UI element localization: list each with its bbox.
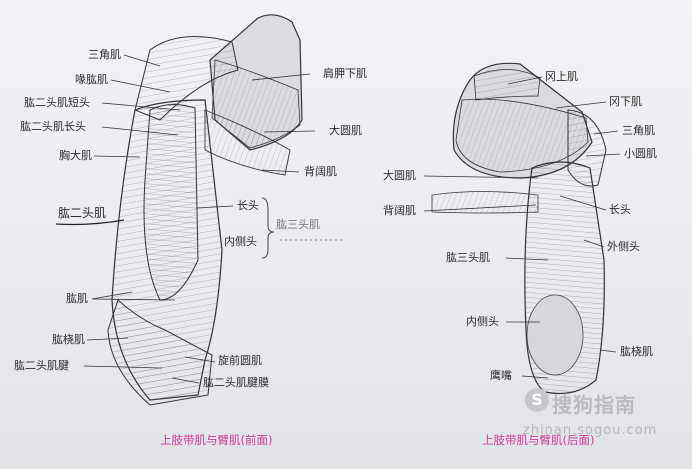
left-leader-lines [83, 54, 316, 384]
label-olecranon: 鹰嘴 [490, 369, 512, 382]
label-teres-major-left: 大圆肌 [329, 124, 362, 137]
caption-anterior: 上肢带肌与臂肌(前面) [160, 433, 273, 447]
label-triceps-left: 肱三头肌 [276, 218, 320, 231]
label-deltoid-left: 三角肌 [88, 48, 121, 61]
label-supraspinatus: 冈上肌 [545, 70, 578, 83]
sogou-logo-icon: S [525, 388, 549, 412]
label-brachioradialis-right: 肱桡肌 [620, 345, 653, 358]
label-infraspinatus: 冈下肌 [609, 95, 642, 108]
label-triceps-right: 肱三头肌 [446, 251, 490, 264]
label-deltoid-right: 三角肌 [622, 124, 655, 137]
label-medial-head-right: 内侧头 [466, 315, 499, 328]
watermark-brand: 搜狗指南 [552, 393, 636, 417]
label-pronator-teres: 旋前圆肌 [218, 354, 262, 367]
label-brachioradialis-left: 肱桡肌 [52, 333, 85, 346]
label-teres-major-right: 大圆肌 [383, 169, 416, 182]
label-biceps-tendon: 肱二头肌腱 [14, 359, 69, 372]
label-long-head-left: 长头 [237, 199, 259, 212]
label-latissimus-right: 背阔肌 [383, 204, 416, 217]
watermark-url: zhinan.sogou.com [523, 423, 658, 438]
label-subscapularis: 肩胛下肌 [323, 67, 367, 80]
label-pectoralis-major: 胸大肌 [59, 149, 92, 162]
label-biceps-long-head: 肱二头肌长头 [20, 120, 86, 133]
label-bicipital-aponeurosis: 肱二头肌腱膜 [203, 376, 269, 389]
right-leader-lines [423, 76, 621, 379]
label-teres-minor: 小圆肌 [624, 147, 657, 160]
right-arm-drawing [431, 62, 607, 395]
left-arm-drawing [55, 14, 345, 406]
label-brachialis: 肱肌 [66, 292, 88, 305]
label-latissimus-left: 背阔肌 [304, 165, 337, 178]
caption-posterior: 上肢带肌与臂肌(后面) [482, 433, 595, 447]
label-lateral-head: 外侧头 [607, 240, 640, 253]
label-coracobrachialis: 喙肱肌 [75, 73, 108, 86]
label-long-head-right: 长头 [609, 203, 631, 216]
label-biceps-short-head: 肱二头肌短头 [24, 96, 90, 109]
label-biceps: 肱二头肌 [58, 206, 107, 220]
label-medial-head-left: 内侧头 [224, 235, 257, 248]
